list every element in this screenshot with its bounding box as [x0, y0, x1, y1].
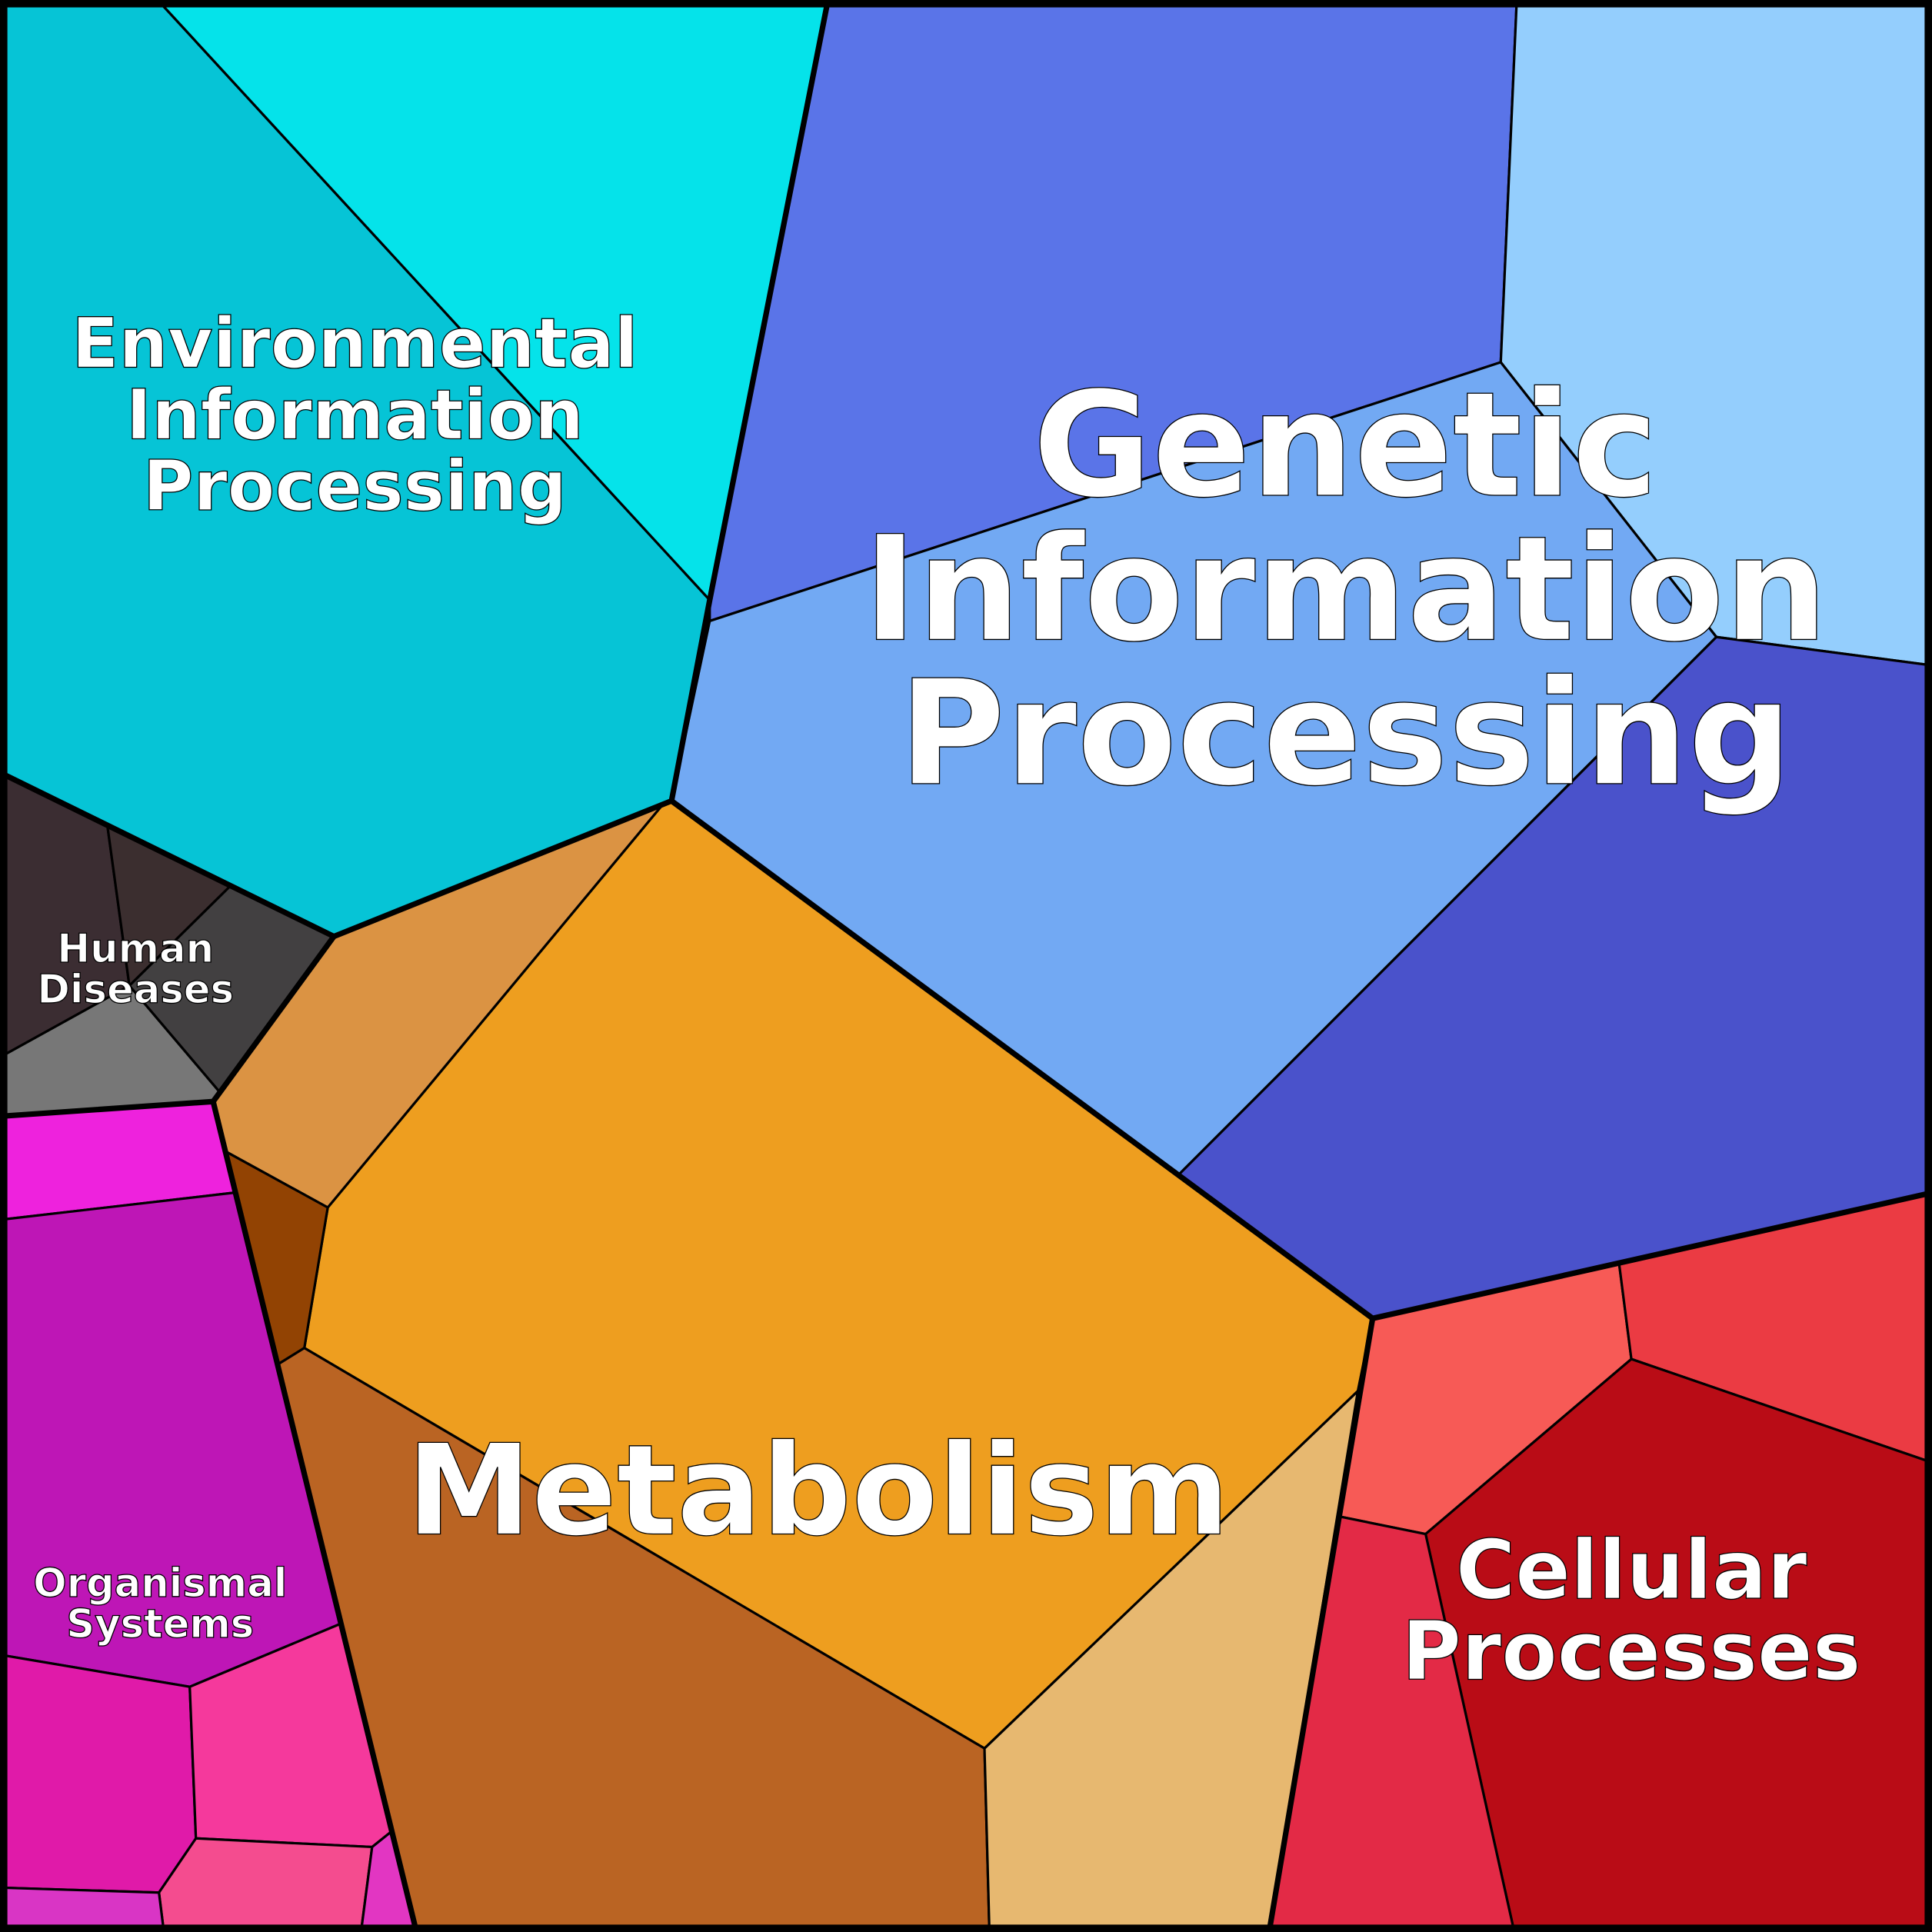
- organismal-systems-cell: [158, 1837, 374, 1932]
- label-line: Processing: [899, 649, 1793, 818]
- label-line: Human: [57, 926, 214, 972]
- label-line: Information: [863, 505, 1827, 674]
- label-line: Cellular: [1456, 1523, 1807, 1617]
- cellular-processes-cell: [1424, 1357, 1932, 1932]
- label-line: Diseases: [37, 967, 234, 1013]
- metabolism-label: Metabolism: [407, 1417, 1231, 1564]
- organismal-systems-cell: [0, 1653, 198, 1894]
- metabolism-cell: [983, 1390, 1360, 1932]
- label-line: Organismal: [33, 1561, 287, 1607]
- label-line: Metabolism: [407, 1417, 1231, 1564]
- label-line: Information: [126, 375, 584, 455]
- label-line: Processes: [1402, 1604, 1861, 1699]
- organismal-systems-cell: [359, 1830, 418, 1932]
- label-line: Processing: [143, 447, 567, 527]
- label-line: Environmental: [72, 304, 638, 384]
- label-line: Systems: [66, 1601, 254, 1647]
- organismal-systems-cell: [0, 1886, 165, 1932]
- label-line: Genetic: [1033, 361, 1658, 530]
